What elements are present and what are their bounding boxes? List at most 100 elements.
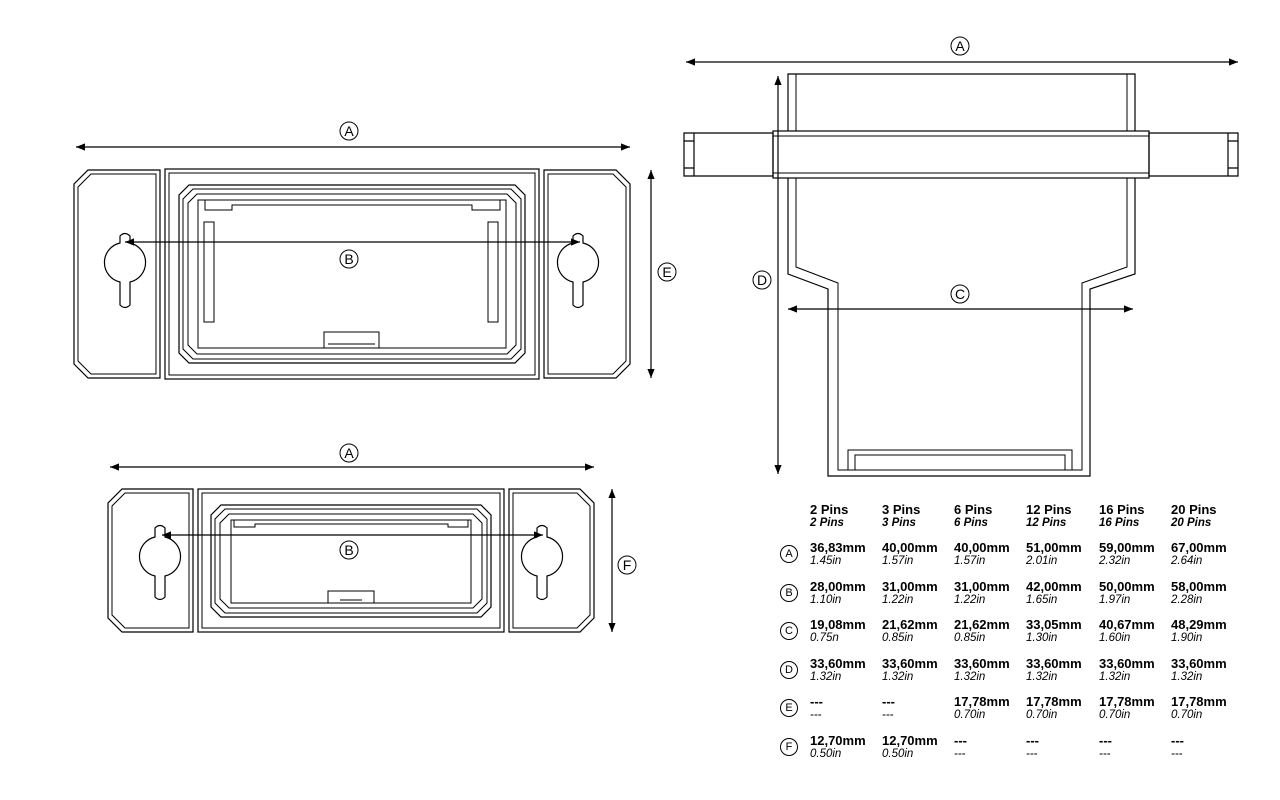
- value-mm: 36,83mm: [810, 540, 866, 555]
- value-mm: 21,62mm: [954, 617, 1010, 633]
- value-mm: 17,78mm: [1171, 694, 1227, 710]
- value-in: 2.01in: [1026, 555, 1058, 567]
- value-in: 0.85in: [954, 632, 986, 645]
- right-flange: [508, 488, 595, 633]
- keyhole-slot-left: [138, 524, 182, 601]
- row-label-cell: C: [780, 618, 810, 657]
- mounting-bar: [772, 130, 1150, 179]
- value-in: 0.85in: [882, 632, 914, 645]
- value-in: 1.90in: [1171, 632, 1203, 645]
- value-mm: 19,08mm: [810, 617, 866, 633]
- label-a: A: [344, 123, 354, 139]
- value-mm: ---: [810, 694, 823, 710]
- left-flange: [73, 169, 161, 379]
- value-in: 1.57in: [882, 555, 914, 567]
- dimension-b-top-left: B: [125, 238, 580, 269]
- connector-view-side: [683, 73, 1239, 477]
- value-in: 1.32in: [1171, 670, 1203, 683]
- connector-body: [197, 488, 505, 633]
- row-label-cell: A: [780, 541, 810, 580]
- right-flange: [543, 169, 631, 379]
- value-mm: 33,60mm: [1099, 655, 1155, 671]
- value-in: 2.28in: [1171, 593, 1203, 606]
- value-in: 2.32in: [1099, 555, 1131, 567]
- row-label-cell: D: [780, 657, 810, 696]
- value-mm: ---: [1026, 732, 1039, 748]
- label-b: B: [344, 251, 353, 267]
- connector-view-top-left: [73, 168, 631, 380]
- value-in: 0.70in: [1171, 709, 1203, 722]
- value-mm: 48,29mm: [1171, 617, 1227, 633]
- dimension-d: D: [752, 76, 782, 474]
- value-mm: 40,00mm: [882, 540, 938, 555]
- table-cell: ------: [954, 733, 1026, 773]
- value-mm: 17,78mm: [1026, 694, 1082, 710]
- row-label-cell: E: [780, 695, 810, 734]
- label-d: D: [757, 272, 767, 288]
- value-in: 1.57in: [954, 555, 986, 567]
- value-in: 1.32in: [810, 670, 842, 683]
- value-in: ---: [954, 747, 966, 760]
- value-in: 1.32in: [882, 670, 914, 683]
- value-mm: 51,00mm: [1026, 540, 1082, 555]
- side-tab-right: [1148, 132, 1239, 177]
- label-b: B: [344, 542, 353, 558]
- value-mm: 42,00mm: [1026, 578, 1082, 594]
- label-a: A: [955, 38, 965, 54]
- value-in: ---: [882, 709, 894, 722]
- value-in: 1.30in: [1026, 632, 1058, 645]
- value-in: 0.50in: [882, 747, 914, 760]
- value-in: 1.45in: [810, 555, 842, 567]
- latch-tab: [327, 590, 375, 603]
- label-a: A: [344, 445, 354, 461]
- value-in: 1.60in: [1099, 632, 1131, 645]
- value-mm: 33,60mm: [882, 655, 938, 671]
- value-mm: 28,00mm: [810, 578, 866, 594]
- keyhole-slot-right: [556, 232, 600, 309]
- keyhole-slot-left: [103, 232, 147, 309]
- value-in: 0.50in: [810, 747, 842, 760]
- row-label-cell: B: [780, 580, 810, 619]
- value-in: 1.32in: [954, 670, 986, 683]
- row-label-e: E: [780, 699, 798, 718]
- bottom-ledge: [847, 449, 1073, 470]
- row-label-a: A: [780, 545, 798, 563]
- value-mm: 21,62mm: [882, 617, 938, 633]
- dimension-c: C: [788, 284, 1133, 313]
- value-mm: 12,70mm: [882, 732, 938, 748]
- side-tab-left: [683, 132, 774, 177]
- row-label-cell: F: [780, 734, 810, 773]
- value-mm: ---: [1099, 732, 1112, 748]
- connector-body: [164, 168, 540, 380]
- table-cell: ------: [810, 695, 882, 734]
- dimension-b-bottom-left: B: [162, 531, 543, 560]
- row-label-c: C: [780, 622, 798, 641]
